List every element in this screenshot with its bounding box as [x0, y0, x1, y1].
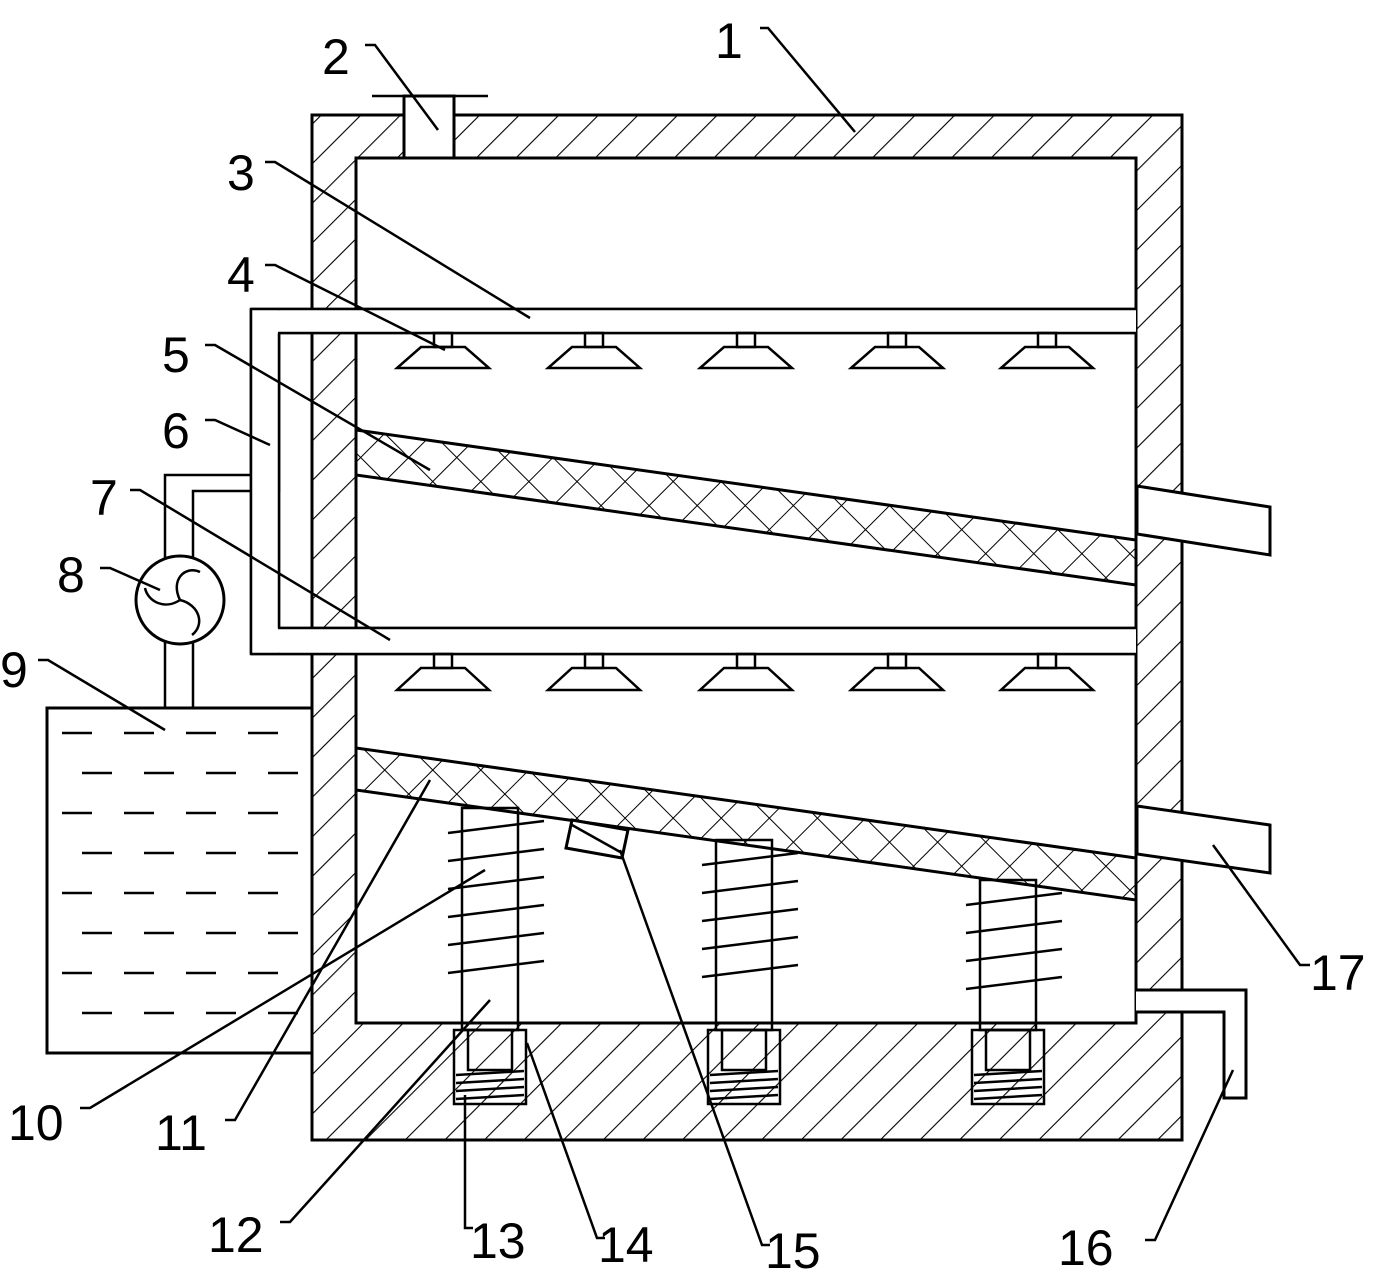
pump-icon	[134, 554, 226, 646]
label-12: 12	[208, 1207, 264, 1263]
spray-nozzle-icon	[393, 652, 493, 692]
feed-inlet	[372, 94, 488, 160]
spray-nozzle-icon	[847, 652, 947, 692]
label-9: 9	[0, 642, 28, 698]
label-5: 5	[162, 327, 190, 383]
spray-nozzles	[393, 331, 1097, 692]
spring-supports	[447, 806, 1063, 1106]
label-7: 7	[90, 470, 118, 526]
spray-nozzle-icon	[544, 331, 644, 370]
leader-lines	[38, 26, 1310, 1247]
spray-nozzle-icon	[544, 652, 644, 692]
discharge-chutes	[1135, 484, 1272, 875]
label-11: 11	[155, 1105, 207, 1161]
spray-nozzle-icon	[696, 652, 796, 692]
drain-pipe	[1136, 988, 1248, 1100]
spring-icon	[965, 878, 1063, 1106]
spray-nozzle-icon	[997, 331, 1097, 370]
spring-icon	[701, 838, 799, 1106]
vibration-motor	[564, 818, 630, 860]
part-labels: 1 2 3 4 5 6 7 8 9 10 11 12 13 14 15 16 1…	[0, 13, 1366, 1279]
screens	[356, 428, 1136, 902]
label-1: 1	[715, 13, 743, 69]
label-15: 15	[765, 1223, 821, 1279]
spray-nozzle-icon	[997, 652, 1097, 692]
spray-nozzle-icon	[393, 331, 493, 370]
water-level-lines	[62, 731, 298, 1015]
spray-nozzle-icon	[847, 331, 947, 370]
upper-screen	[356, 428, 1136, 587]
label-17: 17	[1310, 945, 1366, 1001]
label-16: 16	[1058, 1220, 1114, 1276]
label-6: 6	[162, 403, 190, 459]
label-2: 2	[322, 29, 350, 85]
label-10: 10	[8, 1095, 64, 1151]
label-8: 8	[57, 547, 85, 603]
water-tank	[45, 706, 314, 1055]
label-4: 4	[227, 247, 255, 303]
label-3: 3	[227, 145, 255, 201]
label-14: 14	[598, 1217, 654, 1273]
label-13: 13	[470, 1213, 526, 1269]
spring-icon	[447, 806, 545, 1106]
spray-nozzle-icon	[696, 331, 796, 370]
lower-screen	[356, 746, 1136, 902]
